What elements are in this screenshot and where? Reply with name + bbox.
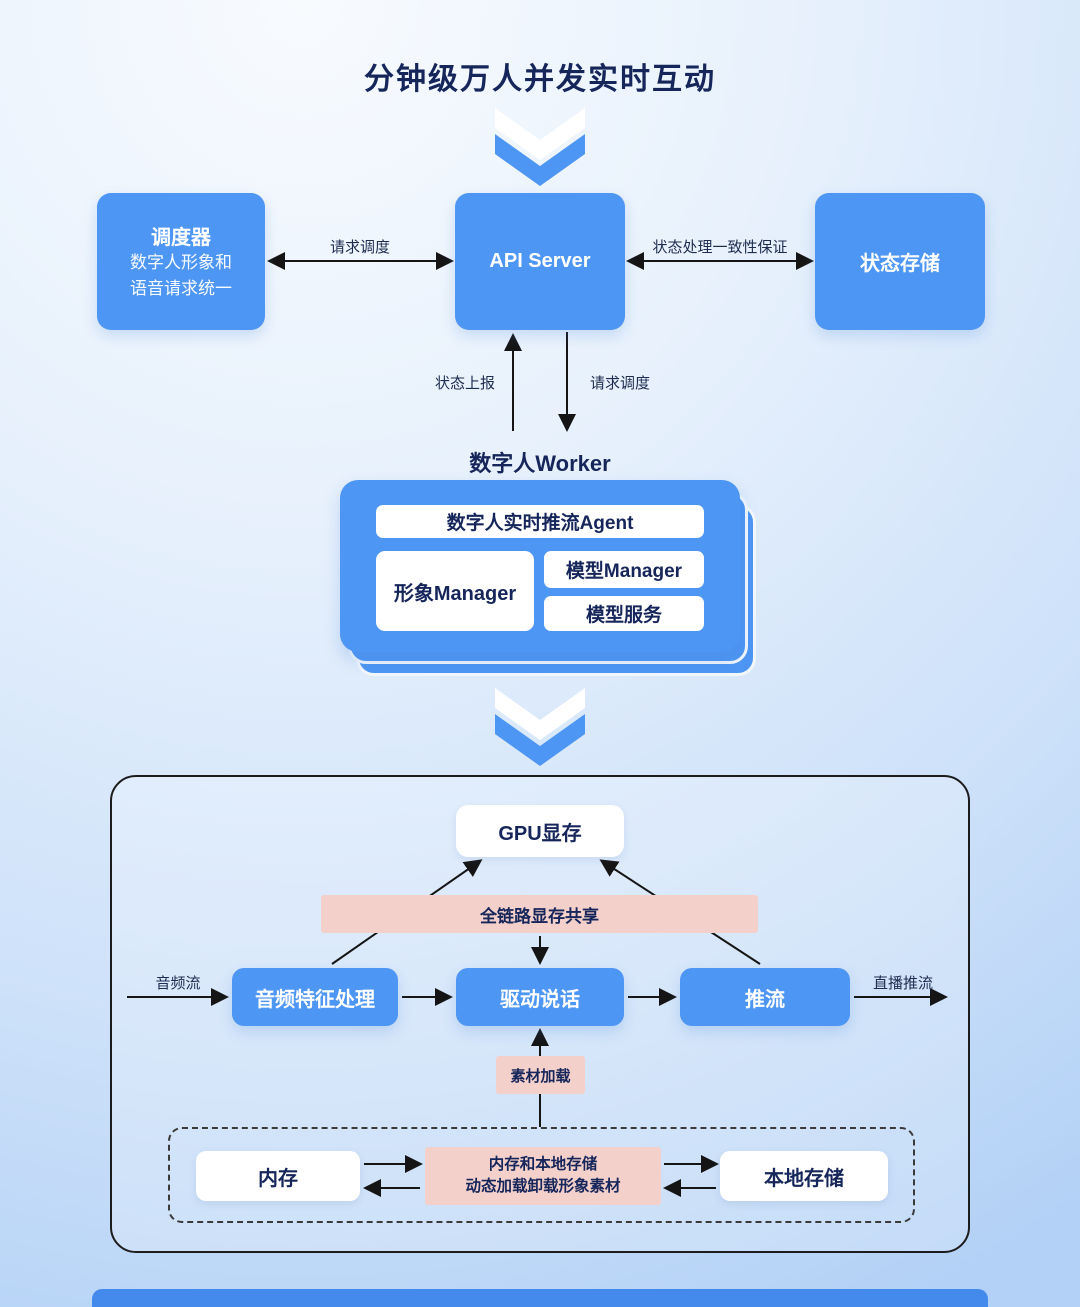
memory-share-bar: 全链路显存共享	[321, 895, 758, 933]
scheduler-box: 调度器 数字人形象和 语音请求统一	[97, 193, 265, 330]
api-server-box: API Server	[455, 193, 625, 330]
state-store-label: 状态存储	[860, 253, 940, 275]
local-storage-box: 本地存储	[720, 1151, 888, 1201]
state-store-box: 状态存储	[815, 193, 985, 330]
live-out-label: 直播推流	[872, 975, 933, 992]
scheduler-line2: 语音请求统一	[130, 279, 232, 298]
storage-frame	[168, 1127, 915, 1223]
memory-local-exchange-box: 内存和本地存储 动态加载卸载形象素材	[425, 1147, 661, 1205]
scheduler-line1: 数字人形象和	[130, 252, 232, 272]
scheduler-title: 调度器	[151, 226, 211, 249]
drive-talk-label: 驱动说话	[500, 988, 580, 1011]
avatar-manager-box: 形象Manager	[376, 551, 534, 631]
memory-local-line2: 动态加载卸载形象素材	[465, 1178, 621, 1195]
audio-feature-box: 音频特征处理	[232, 968, 398, 1026]
api-server-label: API Server	[489, 250, 591, 272]
model-manager-box: 模型Manager	[544, 551, 704, 588]
gpu-memory-box: GPU显存	[456, 805, 624, 857]
memory-local-line1: 内存和本地存储	[488, 1155, 598, 1173]
push-stream-box: 推流	[680, 968, 850, 1026]
material-load-box: 素材加载	[496, 1056, 585, 1094]
worker-agent-box: 数字人实时推流Agent	[376, 505, 704, 538]
push-stream-label: 推流	[745, 988, 785, 1011]
audio-feature-label: 音频特征处理	[255, 988, 375, 1011]
worker-label: 数字人Worker	[469, 451, 611, 476]
edge-label-request-dispatch-down: 请求调度	[589, 375, 650, 392]
edge-label-request-dispatch: 请求调度	[329, 239, 390, 256]
edge-label-state-consistency: 状态处理一致性保证	[652, 239, 788, 256]
model-service-box: 模型服务	[544, 596, 704, 631]
edge-label-state-report: 状态上报	[434, 375, 495, 392]
chevron-down-icon	[495, 108, 585, 186]
memory-box: 内存	[196, 1151, 360, 1201]
audio-in-label: 音频流	[155, 975, 201, 992]
drive-talk-box: 驱动说话	[456, 968, 624, 1026]
diagram-title: 分钟级万人并发实时互动	[364, 63, 716, 96]
chevron-down-icon	[495, 688, 585, 766]
next-section-strip	[92, 1289, 988, 1307]
